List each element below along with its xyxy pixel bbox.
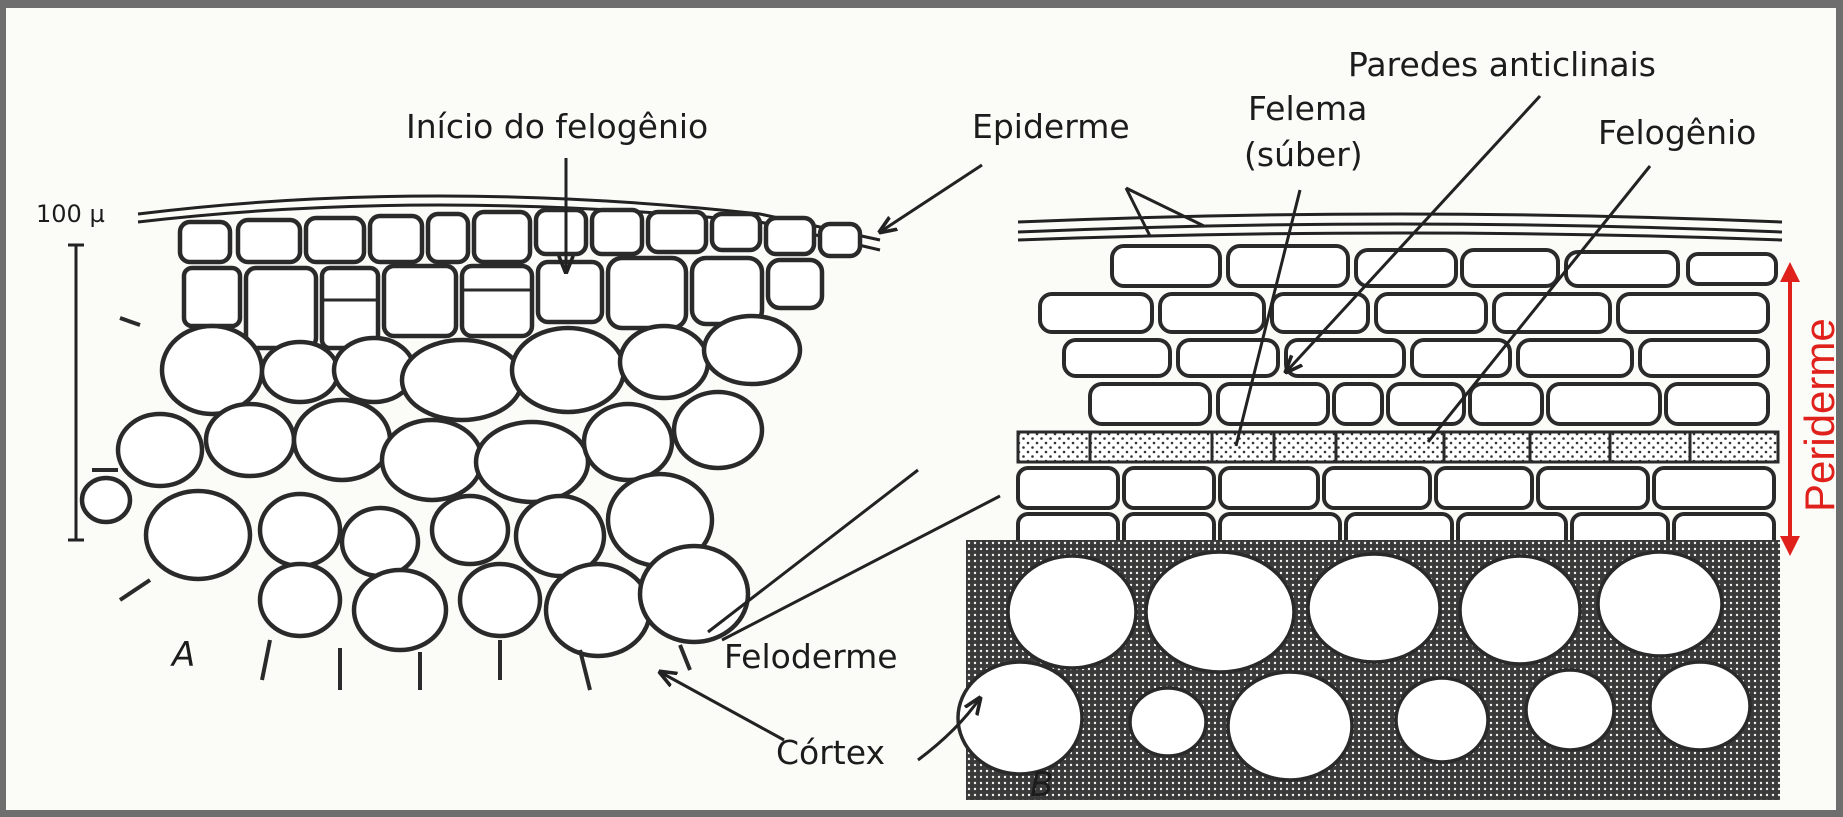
label-feloderme: Feloderme (724, 637, 898, 676)
label-periderme: Periderme (1796, 318, 1843, 512)
panel-b-phellem-cells (1040, 246, 1776, 424)
panel-a-drawing (68, 158, 982, 690)
panel-b-phellogen-cells (1018, 432, 1778, 462)
panel-a-epidermal-cells (180, 210, 860, 262)
label-paredes-anticlinais: Paredes anticlinais (1348, 45, 1656, 84)
label-suber: (súber) (1244, 135, 1363, 174)
label-epiderme: Epiderme (972, 107, 1130, 146)
panel-a-cortex-cells (82, 316, 800, 656)
panel-label-a: A (170, 635, 195, 675)
label-inicio-felogenio: Início do felogênio (406, 107, 708, 146)
panel-b-cortex-cells (958, 540, 1780, 800)
label-felema: Felema (1248, 89, 1367, 128)
label-cortex: Córtex (776, 733, 885, 772)
label-felogenio: Felogênio (1598, 113, 1756, 152)
panel-b-drawing (660, 96, 1790, 800)
label-scale: 100 µ (36, 200, 105, 228)
panel-label-b: B (1030, 765, 1053, 805)
